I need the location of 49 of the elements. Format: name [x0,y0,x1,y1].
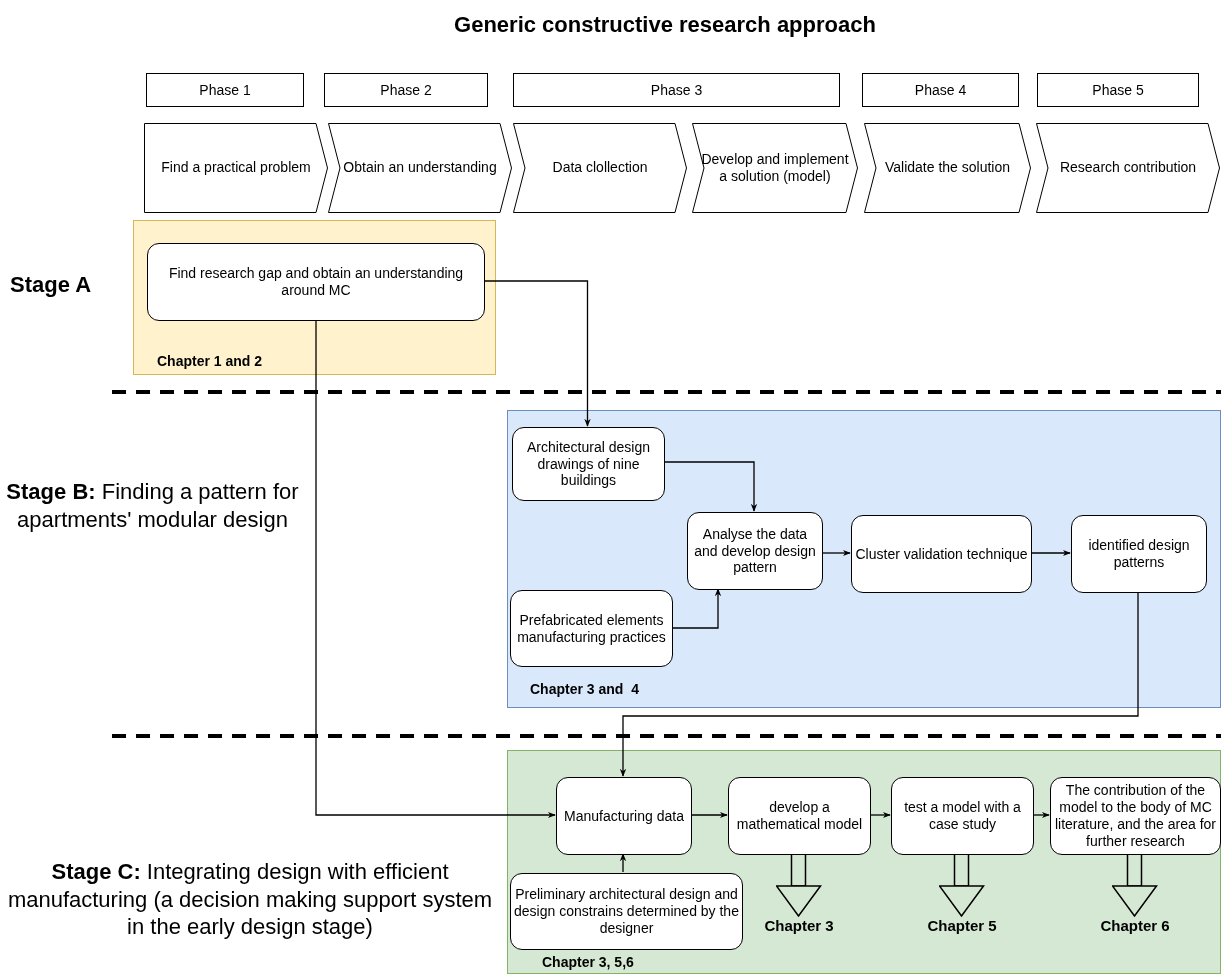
chevron-step: Data clollection [513,123,687,213]
process-box: identified design patterns [1071,515,1207,593]
block-arrow [938,853,985,917]
phase-box: Phase 5 [1037,73,1199,107]
arrow [1030,549,1071,557]
arrow [869,811,891,819]
arrow [821,549,851,557]
arrow [483,280,591,427]
chapter-label: Chapter 5 [927,917,997,935]
arrow [315,319,556,819]
arrow [690,811,728,819]
stage-label: Stage B: Finding a pattern for apartments' modular design [5,478,300,533]
phase-box: Phase 1 [146,73,304,107]
process-box: Analyse the data and develop design pattern [687,512,823,590]
stage-panel [507,750,1221,974]
block-arrow [1111,853,1158,917]
arrow [619,591,1139,777]
process-box: Find research gap and obtain an understanding around MC [147,243,485,321]
chapter-label: Chapter 1 and 2 [157,352,263,371]
stage-panel [133,220,496,375]
arrow [663,461,758,512]
arrow [1032,811,1050,819]
phase-box: Phase 3 [513,73,840,107]
diagram-title: Generic constructive research approach [453,11,877,39]
chapter-label: Chapter 6 [1100,917,1170,935]
process-box: Preliminary architectural design and design constrains determined by the designer [510,873,743,950]
process-box: develop a mathematical model [728,777,871,855]
process-box: The contribution of the model to the body of MC literature, and the area for further research [1050,777,1221,855]
chevron-step: Research contribution [1036,123,1220,213]
chapter-label: Chapter 3, 5,6 [542,953,634,972]
chapter-label: Chapter 3 and 4 [530,680,639,699]
stage-panel [507,410,1221,708]
chevron-step: Obtain an understanding [328,123,512,213]
block-arrow [775,853,822,917]
arrow [671,588,722,629]
phase-box: Phase 2 [324,73,488,107]
process-box: Manufacturing data [556,777,692,855]
arrow [619,853,627,873]
chapter-label: Chapter 3 [764,917,834,935]
chevron-step: Validate the solution [864,123,1031,213]
chevron-step: Find a practical problem [144,123,328,213]
stage-label: Stage A [10,271,93,299]
process-box: Architectural design drawings of nine buildings [512,427,665,501]
process-box: Cluster validation technique [851,515,1032,593]
process-box: test a model with a case study [891,777,1034,855]
phase-box: Phase 4 [862,73,1019,107]
stage-label: Stage C: Integrating design with efficient manufacturing (a decision making support system in the early design stage) [6,858,494,941]
process-box: Prefabricated elements manufacturing practices [510,590,673,667]
chevron-step: Develop and implement a solution (model) [692,123,858,213]
